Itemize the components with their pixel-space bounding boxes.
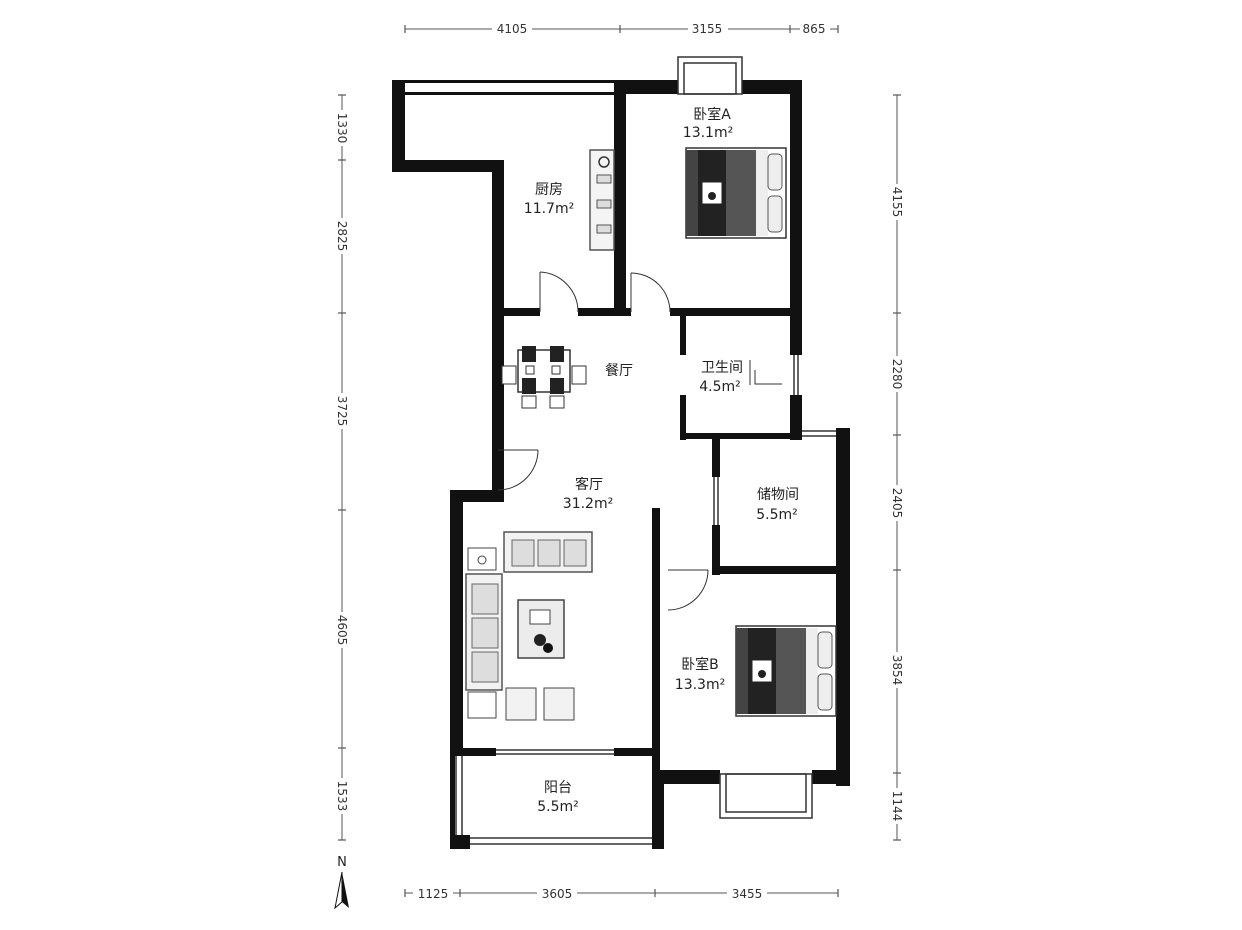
- walls: [392, 80, 850, 849]
- dim-bottom-2: 3605: [542, 887, 573, 901]
- bed-icon: [685, 147, 787, 239]
- dim-left-2: 2825: [335, 221, 349, 252]
- dim-right-1: 4155: [890, 187, 904, 218]
- room-name-bedroom-b: 卧室B: [681, 656, 719, 673]
- dim-left-1: 1330: [335, 113, 349, 144]
- dim-right-4: 3854: [890, 655, 904, 686]
- dim-right-3: 2405: [890, 488, 904, 519]
- dim-left-5: 1533: [335, 781, 349, 812]
- room-area-bedroom-a: 13.1m²: [683, 125, 733, 141]
- room-name-bedroom-a: 卧室A: [693, 106, 731, 123]
- bed-icon: [735, 625, 837, 717]
- room-name-living: 客厅: [575, 476, 603, 493]
- dim-top-3: 865: [803, 22, 826, 36]
- room-area-kitchen: 11.7m²: [524, 201, 574, 217]
- dim-right-2: 2280: [890, 359, 904, 390]
- door-swings: [497, 271, 782, 611]
- sofa-icon: [465, 531, 593, 721]
- dim-bottom-3: 3455: [732, 887, 763, 901]
- dim-top-2: 3155: [692, 22, 723, 36]
- dim-bottom-1: 1125: [418, 887, 449, 901]
- dim-top-1: 4105: [497, 22, 528, 36]
- room-area-bedroom-b: 13.3m²: [675, 677, 725, 693]
- room-name-balcony: 阳台: [544, 780, 572, 796]
- room-name-kitchen: 厨房: [535, 182, 563, 198]
- room-area-living: 31.2m²: [563, 496, 613, 512]
- north-arrow-icon: [334, 871, 349, 910]
- room-name-storage: 储物间: [757, 487, 799, 503]
- room-area-balcony: 5.5m²: [537, 799, 579, 815]
- room-name-bathroom: 卫生间: [701, 360, 743, 376]
- windows: [455, 56, 836, 845]
- dim-left-3: 3725: [335, 396, 349, 427]
- room-area-storage: 5.5m²: [756, 507, 798, 523]
- dim-right-5: 1144: [890, 791, 904, 822]
- room-name-dining: 餐厅: [605, 363, 633, 379]
- room-area-bathroom: 4.5m²: [699, 379, 741, 395]
- dining-table-icon: [501, 346, 587, 409]
- stove-icon: [589, 149, 615, 251]
- dim-left-4: 4605: [335, 615, 349, 646]
- compass-label: N: [337, 855, 347, 870]
